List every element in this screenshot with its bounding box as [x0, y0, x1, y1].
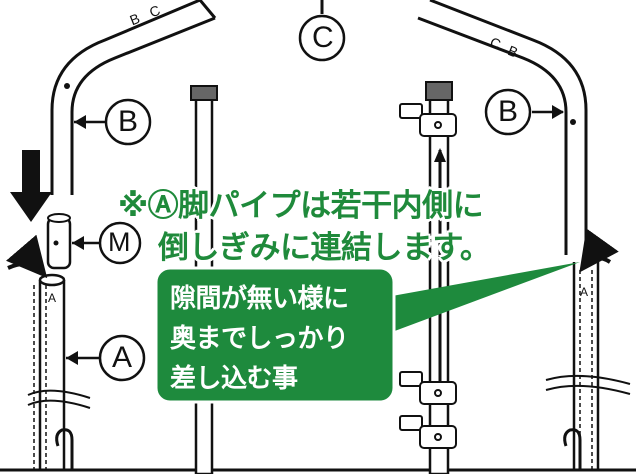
label-b-left-circle: [104, 98, 152, 146]
svg-text:B: B: [127, 10, 142, 28]
down-arrow-icon: [10, 150, 52, 222]
label-m-circle: [98, 221, 142, 265]
callout-line3: 差し込む事: [170, 364, 298, 394]
leg-a-left: [33, 273, 66, 470]
label-b-left: B: [118, 105, 139, 138]
label-m: M: [108, 227, 131, 257]
label-c-circle: [298, 14, 346, 62]
svg-text:A: A: [48, 291, 56, 305]
callout-line2: 奥までしっかり: [170, 324, 349, 354]
assembly-note-line1: ※Ⓐ脚パイプは若干内側に: [118, 188, 484, 224]
callout-bubble: [154, 262, 580, 404]
label-b-right: B: [498, 95, 519, 128]
frame-arch: [50, 0, 588, 255]
frame-hole: [570, 119, 576, 125]
label-b-right-circle: [484, 88, 532, 136]
joint-m: [46, 213, 72, 270]
label-a-circle: [98, 334, 146, 382]
center-right-pole: [399, 81, 457, 474]
assembly-note-line2: 倒しぎみに連結します。: [158, 230, 491, 266]
callout-text: 隙間が無い様に 奥までしっかり 差し込む事: [156, 268, 392, 402]
svg-text:A: A: [580, 285, 588, 299]
leg-a-right: [572, 262, 600, 470]
label-a: A: [112, 341, 133, 374]
label-c: C: [312, 21, 334, 54]
callout-line1: 隙間が無い様に: [170, 284, 349, 314]
frame-hole: [64, 83, 70, 89]
